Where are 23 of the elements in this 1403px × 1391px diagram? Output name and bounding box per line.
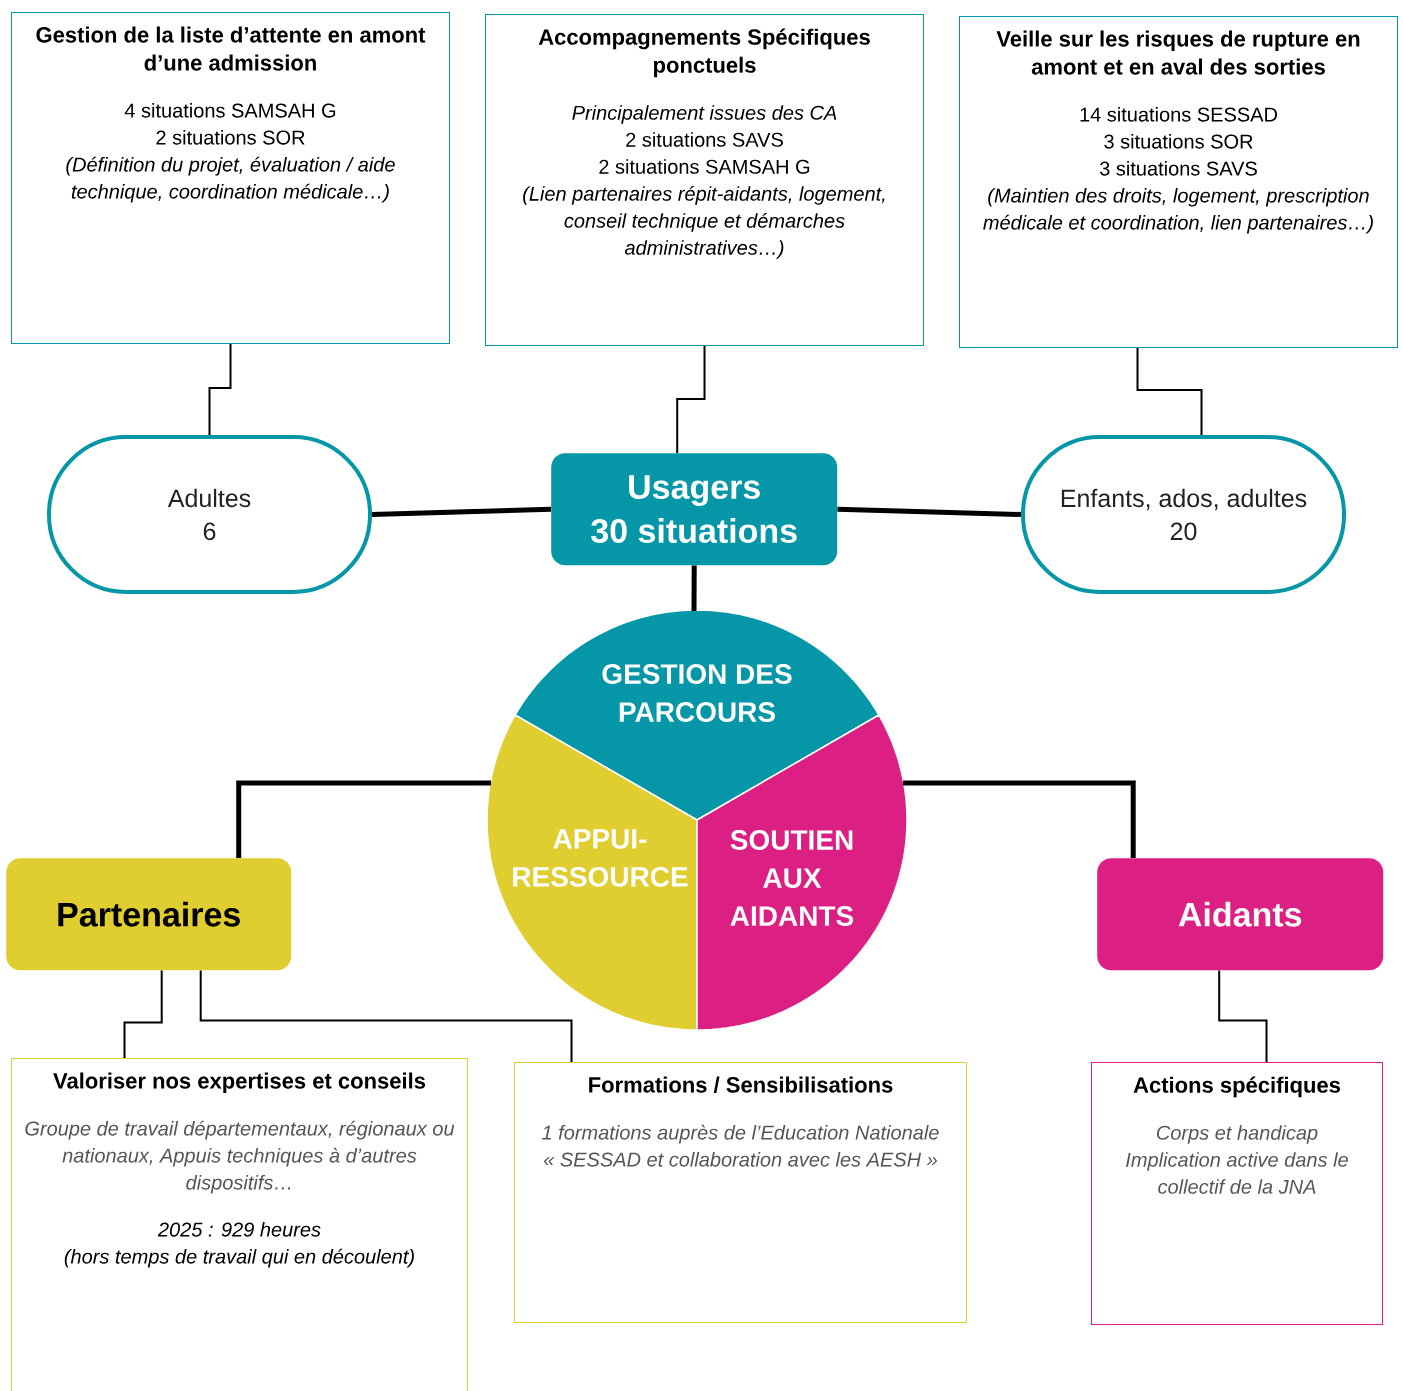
info-box: Veille sur les risques de rupture en amont et en aval des sorties 14 situations SESSAD 3 situations SOR 3 situations SAVS (Maintien des droits, logement, prescription médicale et coordination, lien partenaires…)	[959, 16, 1398, 348]
pie-sector: GESTION DES PARCOURS	[514, 609, 880, 821]
connector-line	[837, 506, 1022, 517]
connector-line	[676, 345, 706, 454]
connector-line	[691, 565, 697, 611]
connector-line	[199, 969, 573, 1063]
category-pill: Adultes 6	[47, 435, 372, 594]
connector-line	[1136, 347, 1203, 436]
connector-line	[371, 506, 552, 517]
info-box: Gestion de la liste d’attente en amont d’une admission 4 situations SAMSAH G 2 situations SOR (Définition du projet, évaluation / aide technique, coordination médicale…)	[11, 12, 450, 344]
info-box: Valoriser nos expertises et conseils Groupe de travail départementaux, régionaux ou nationaux, Appuis techniques à d’autres dispositifs… 2025 : 929 heures (hors temps de travail qui en découlent)	[11, 1058, 468, 1391]
info-box: Accompagnements Spécifiques ponctuels Principalement issues des CA 2 situations SAVS 2 situations SAMSAH G (Lien partenaires répit-aidants, logement, conseil technique et démarches administratives…)	[485, 14, 924, 346]
info-box: Actions spécifiques Corps et handicap Implication active dans le collectif de la JNA	[1091, 1062, 1383, 1325]
connector-line	[903, 780, 1136, 858]
title-box: Usagers 30 situations	[551, 453, 838, 566]
connector-line	[1218, 969, 1268, 1063]
title-box: Partenaires	[6, 858, 292, 971]
connector-line	[236, 780, 491, 858]
info-box: Formations / Sensibilisations 1 formations auprès de l’Education Nationale « SESSAD et collaboration avec les AESH »	[514, 1062, 967, 1323]
connector-line	[208, 343, 232, 436]
category-pill: Enfants, ados, adultes 20	[1021, 435, 1346, 594]
connector-line	[123, 969, 163, 1059]
title-box: Aidants	[1097, 858, 1384, 971]
